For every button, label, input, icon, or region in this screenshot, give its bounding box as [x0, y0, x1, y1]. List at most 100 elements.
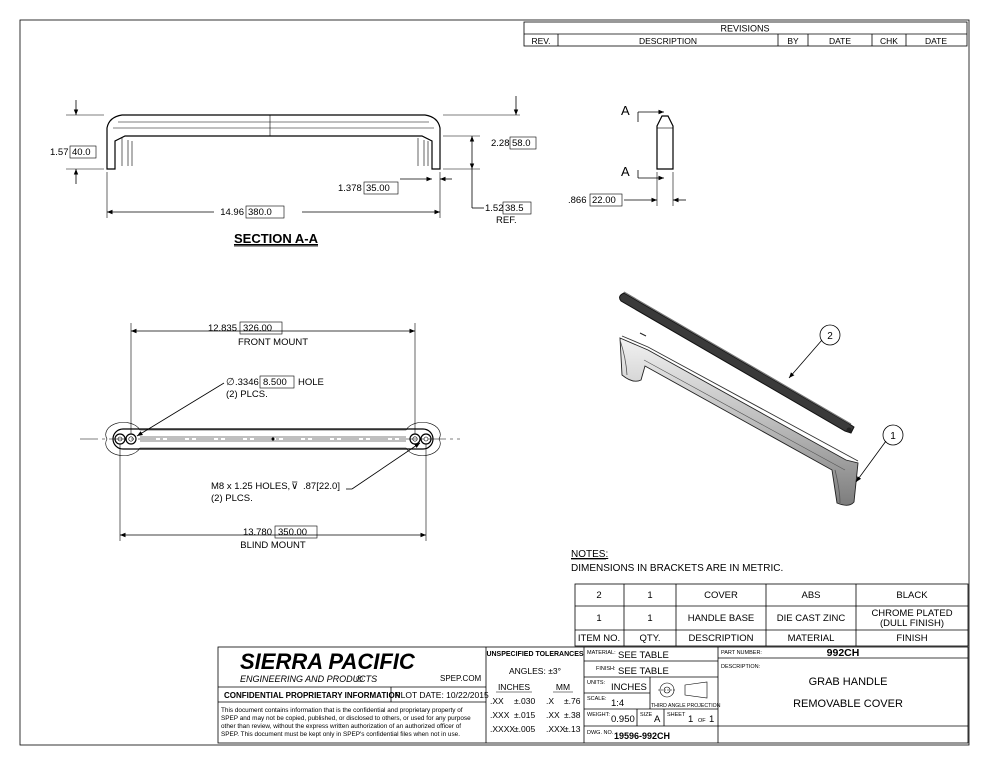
finish-value: SEE TABLE	[618, 666, 669, 677]
bom-cell: BLACK	[896, 590, 928, 601]
size-label: SIZE	[640, 712, 653, 718]
scale-value: 1:4	[611, 698, 624, 709]
finish-label: FINISH:	[596, 666, 616, 672]
hole-qty: (2) PLCS.	[226, 389, 268, 400]
dim-front-mount: 12.835	[208, 323, 237, 334]
sheet-border	[19, 19, 970, 746]
rev-header: REV.	[531, 36, 550, 46]
material-label: MATERIAL:	[587, 650, 616, 656]
tol-cell: .XX	[490, 696, 504, 706]
units-value: INCHES	[611, 682, 647, 693]
part-number-label: PART NUMBER:	[721, 650, 762, 656]
title-block: SIERRA PACIFIC ENGINEERING AND PRODUCTS …	[217, 646, 969, 744]
tol-cell: .XXXX	[490, 724, 515, 734]
tol-cell: ±.005	[514, 724, 535, 734]
top-view: 12.835 326.00 FRONT MOUNT ∅ .3346 8.500 …	[80, 321, 460, 551]
bom-header: DESCRIPTION	[689, 633, 754, 644]
thread-depth: .87[22.0]	[303, 481, 340, 492]
tol-cell: .XX	[546, 710, 560, 720]
tolerances-angles: ANGLES: ±3°	[509, 666, 561, 676]
dim-blind-mount: 13.780	[243, 527, 272, 538]
section-label-top: A	[621, 103, 630, 118]
bom-cell: 2	[596, 590, 601, 601]
revisions-title: REVISIONS	[720, 24, 769, 34]
tolerances-inches-label: INCHES	[498, 682, 530, 692]
bom-cell: 1	[647, 590, 652, 601]
confidential-label: CONFIDENTIAL PROPRIETARY INFORMATION	[224, 691, 401, 700]
notes-line-1: DIMENSIONS IN BRACKETS ARE IN METRIC.	[571, 563, 783, 574]
balloon-1: 1	[890, 431, 896, 442]
dim-front-mount-mm: 326.00	[243, 323, 272, 334]
bom-cell: CHROME PLATED	[871, 608, 952, 619]
thread-qty: (2) PLCS.	[211, 493, 253, 504]
tol-cell: ±.38	[564, 710, 581, 720]
hole-diameter-symbol: ∅	[226, 377, 235, 388]
tol-cell: .X	[546, 696, 554, 706]
by-header: BY	[787, 36, 799, 46]
description-header: DESCRIPTION	[639, 36, 697, 46]
third-angle-projection-icon	[658, 681, 708, 699]
of-label: OF	[698, 718, 706, 724]
registered-mark: ®	[356, 674, 363, 684]
dim-height-right: 2.28	[491, 138, 510, 149]
disclaimer-line: other than review, without the express w…	[221, 723, 461, 730]
tol-cell: ±.015	[514, 710, 535, 720]
description-line-2: REMOVABLE COVER	[793, 698, 903, 710]
bom-header: QTY.	[640, 633, 661, 644]
projection-label: THIRD ANGLE PROJECTION	[651, 703, 721, 709]
disclaimer-line: This document contains information that …	[221, 707, 463, 714]
dim-front-mount-label: FRONT MOUNT	[238, 337, 308, 348]
thread-spec: M8 x 1.25 HOLES,	[211, 481, 290, 492]
description-label: DESCRIPTION:	[721, 664, 761, 670]
date2-header: DATE	[925, 36, 947, 46]
weight-value: 0.950	[611, 714, 635, 725]
description-line-1: GRAB HANDLE	[809, 676, 888, 688]
dim-height-left-mm: 40.0	[72, 147, 91, 158]
bom-cell: COVER	[704, 590, 738, 601]
tol-cell: ±.76	[564, 696, 581, 706]
bom-cell: 1	[647, 613, 652, 624]
chk-header: CHK	[880, 36, 898, 46]
tolerances-title: UNSPECIFIED TOLERANCES	[486, 651, 583, 658]
tol-cell: .XXX	[546, 724, 566, 734]
dwg-no-value: 19596-992CH	[614, 731, 670, 741]
dim-width-mm: 22.00	[592, 195, 616, 206]
bom-header: FINISH	[896, 633, 927, 644]
dim-blind-mount-label: BLIND MOUNT	[240, 540, 306, 551]
tolerances-mm-label: MM	[556, 682, 570, 692]
scale-label: SCALE:	[587, 696, 607, 702]
section-a-a-view: 1.57 40.0 2.28 58.0 1.378 35.00 14.96 38…	[50, 96, 537, 247]
dim-height-left: 1.57	[50, 147, 69, 158]
dim-hole: .3346	[235, 377, 259, 388]
balloon-2: 2	[827, 331, 833, 342]
bom-header: ITEM NO.	[578, 633, 620, 644]
part-number: 992CH	[827, 647, 860, 659]
tol-cell: ±.030	[514, 696, 535, 706]
notes: NOTES: DIMENSIONS IN BRACKETS ARE IN MET…	[571, 549, 783, 574]
isometric-view: 2 1	[619, 291, 904, 506]
disclaimer-line: SPEP. This document must be kept only in…	[221, 731, 460, 738]
dim-blind-mount-mm: 350.00	[278, 527, 307, 538]
sheet-total: 1	[709, 714, 714, 725]
website: SPEP.COM	[440, 674, 482, 683]
section-label-bottom: A	[621, 164, 630, 179]
bom-cell: (DULL FINISH)	[880, 618, 944, 629]
dim-height-right-mm: 58.0	[512, 138, 531, 149]
bom-cell: 1	[596, 613, 601, 624]
side-view: A A .866 22.00	[568, 103, 686, 207]
dim-ref-mm: 38.5	[505, 203, 524, 214]
dim-foot-mm: 35.00	[366, 183, 390, 194]
dim-ref-label: REF.	[496, 215, 517, 226]
dim-height-left-bracket	[69, 145, 97, 159]
tol-cell: .XXX	[490, 710, 510, 720]
material-value: SEE TABLE	[618, 650, 669, 661]
bom-header: MATERIAL	[788, 633, 835, 644]
bom-cell: HANDLE BASE	[688, 613, 755, 624]
dim-length-mm: 380.0	[248, 207, 272, 218]
tol-cell: ±.13	[564, 724, 581, 734]
hole-label: HOLE	[298, 377, 324, 388]
revisions-table: REVISIONS REV. DESCRIPTION BY DATE CHK D…	[523, 21, 968, 47]
bom-table: 2 1 COVER ABS BLACK 1 1 HANDLE BASE DIE …	[574, 583, 969, 647]
dim-ref: 1.52	[485, 203, 504, 214]
